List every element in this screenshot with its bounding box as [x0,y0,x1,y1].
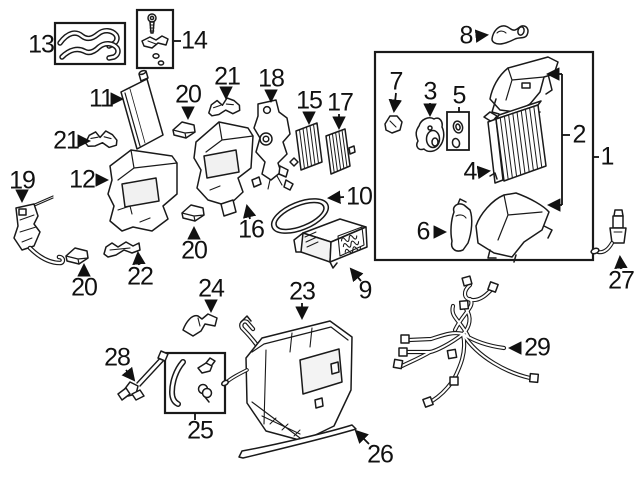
callout-19: 19 [9,166,36,195]
callout-5: 5 [452,81,467,110]
part-20-connector-icon [65,247,89,265]
frame-part-5 [446,111,470,151]
callout-26: 26 [367,440,394,469]
part-11-heater-core-icon [120,69,164,150]
callout-20a: 20 [175,80,202,109]
part-27-sensor-icon [590,209,627,255]
callout-21b: 21 [214,62,241,91]
part-2-lower-housing-icon [475,192,553,263]
part-14-hardware-kit-icon [141,13,169,66]
part-23-main-housing-icon [221,315,353,442]
callout-12: 12 [69,165,96,194]
callout-28: 28 [104,343,131,372]
part-15-filter-icon [289,122,323,171]
callout-15: 15 [296,86,323,115]
frame-part-13 [53,21,127,66]
part-19-bracket-tube-icon [13,195,66,266]
part-5-o-rings-icon [451,120,464,149]
part-24-bracket-icon [182,313,218,337]
callout-13: 13 [28,30,55,59]
part-22-bracket-icon [103,241,141,258]
callout-2: 2 [572,120,587,149]
part-20-connector-icon [172,121,196,139]
part-20-connector-icon [181,204,205,222]
part-21-bracket-icon [207,96,241,117]
callout-27: 27 [608,266,635,295]
frame-part-14 [135,8,175,70]
group-frames [53,8,595,415]
frame-part-1 [373,50,595,262]
part-8-bracket-icon [491,25,529,45]
callout-21a: 21 [53,126,80,155]
callout-9: 9 [358,276,373,305]
callout-7: 7 [389,67,404,96]
callout-11: 11 [89,84,114,113]
part-6-duct-piece-icon [450,198,473,252]
callout-16: 16 [238,215,265,244]
part-9-air-duct-icon [293,218,368,269]
callout-20b: 20 [181,236,208,265]
callout-3: 3 [423,77,438,106]
part-29-wiring-harness-icon [392,275,540,408]
part-13-hose-pair-icon [57,28,121,61]
callout-24: 24 [198,274,225,303]
callout-8: 8 [459,21,474,50]
part-28-probe-sensor-icon [117,350,169,401]
callout-20c: 20 [71,273,98,302]
part-26-trim-strip-icon [238,424,357,459]
callout-leaders [15,29,628,445]
callout-17: 17 [327,88,354,117]
callout-14: 14 [181,26,208,55]
part-12-housing-icon [107,149,178,232]
part-10-seal-ring-icon [270,198,330,234]
callout-25: 25 [187,416,214,445]
callout-10: 10 [346,182,373,211]
callout-18: 18 [258,64,285,93]
part-7-clip-icon [384,115,403,134]
callout-4: 4 [463,157,478,186]
part-3-actuator-icon [415,117,445,153]
callout-22: 22 [127,262,154,291]
part-17-filter-icon [325,128,356,175]
callout-29: 29 [524,333,551,362]
part-4-evaporator-core-icon [483,100,547,184]
part-21-bracket-icon [84,128,119,150]
callout-23: 23 [289,277,316,306]
part-25-hose-kit-icon [169,357,216,407]
callout-1: 1 [600,142,615,171]
callout-6: 6 [416,217,431,246]
part-18-bracket-assembly-icon [251,99,294,191]
part-16-housing-icon [193,121,254,217]
